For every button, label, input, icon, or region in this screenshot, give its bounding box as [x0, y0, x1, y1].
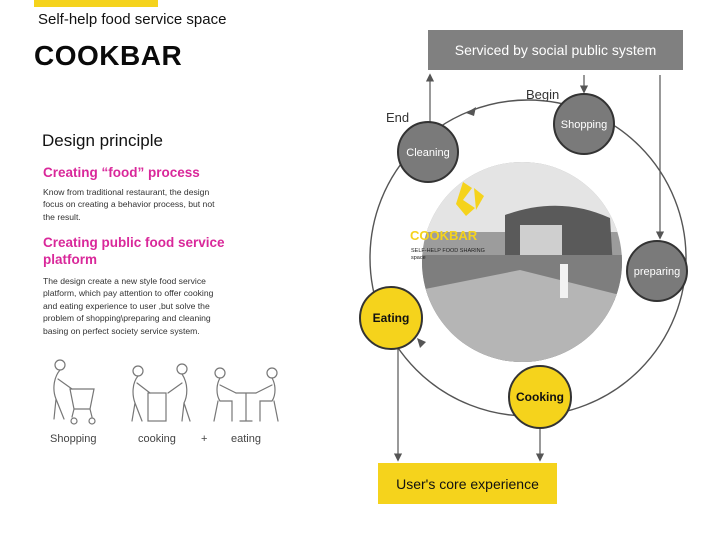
- text-line: Know from traditional restaurant, the de…: [43, 187, 210, 197]
- principle-text-1: Know from traditional restaurant, the de…: [43, 186, 263, 223]
- core-experience-box: User's core experience: [378, 463, 557, 504]
- top-accent-bar: [34, 0, 158, 7]
- begin-label: Begin: [526, 87, 560, 102]
- svg-text:Shopping: Shopping: [561, 119, 608, 131]
- page-subtitle: Self-help food service space: [38, 11, 227, 28]
- text-line: focus on creating a behavior process, bu…: [43, 199, 215, 210]
- heading-line: platform: [43, 252, 97, 267]
- node-cooking: Cooking: [508, 365, 572, 429]
- principle-heading-1: Creating “food” process: [43, 165, 200, 180]
- activity-sketches: [53, 359, 279, 425]
- scene-render: [422, 162, 622, 362]
- eating-figures-icon: [213, 367, 279, 422]
- shopping-figure-icon: [53, 359, 96, 425]
- text-line: basing on perfect society service system…: [43, 325, 200, 336]
- logo-subtext: space: [411, 255, 426, 261]
- text-line: The design create a new style food servi…: [43, 276, 206, 286]
- svg-text:Eating: Eating: [373, 311, 410, 325]
- svg-text:preparing: preparing: [634, 266, 680, 278]
- svg-text:Cooking: Cooking: [516, 390, 564, 404]
- caption-plus: +: [201, 433, 208, 445]
- cooking-figures-icon: [131, 363, 191, 422]
- svg-text:Cleaning: Cleaning: [406, 147, 449, 159]
- ring-arrow-icon: [466, 107, 476, 116]
- node-shopping: Shopping: [553, 93, 615, 155]
- text-line: platform, which pay attention to offer c…: [43, 288, 214, 299]
- logo-text: COOKBAR: [410, 228, 478, 243]
- heading-line: Creating public food service: [43, 235, 225, 250]
- service-box: Serviced by social public system: [428, 30, 683, 70]
- page-title: COOKBAR: [34, 40, 183, 71]
- caption-shopping: Shopping: [50, 433, 97, 445]
- caption-eating: eating: [231, 433, 261, 445]
- text-line: and eating experience to user ,but solve…: [43, 300, 210, 311]
- node-eating: Eating: [359, 286, 423, 350]
- logo-subtext: SELF-HELP FOOD SHARING: [411, 248, 485, 254]
- principle-heading-2: Creating public food service platform: [43, 234, 253, 268]
- principle-text-2: The design create a new style food servi…: [43, 275, 265, 337]
- node-cleaning: Cleaning: [397, 121, 459, 183]
- node-preparing: preparing: [626, 240, 688, 302]
- caption-cooking: cooking: [138, 433, 176, 445]
- text-line: problem of shopping\preparing and cleani…: [43, 313, 211, 324]
- ring-arrow-icon: [417, 338, 426, 348]
- section-title: Design principle: [42, 131, 163, 150]
- cookbar-logo-icon: [456, 182, 484, 216]
- text-line: the result.: [43, 211, 81, 222]
- end-label: End: [386, 110, 410, 125]
